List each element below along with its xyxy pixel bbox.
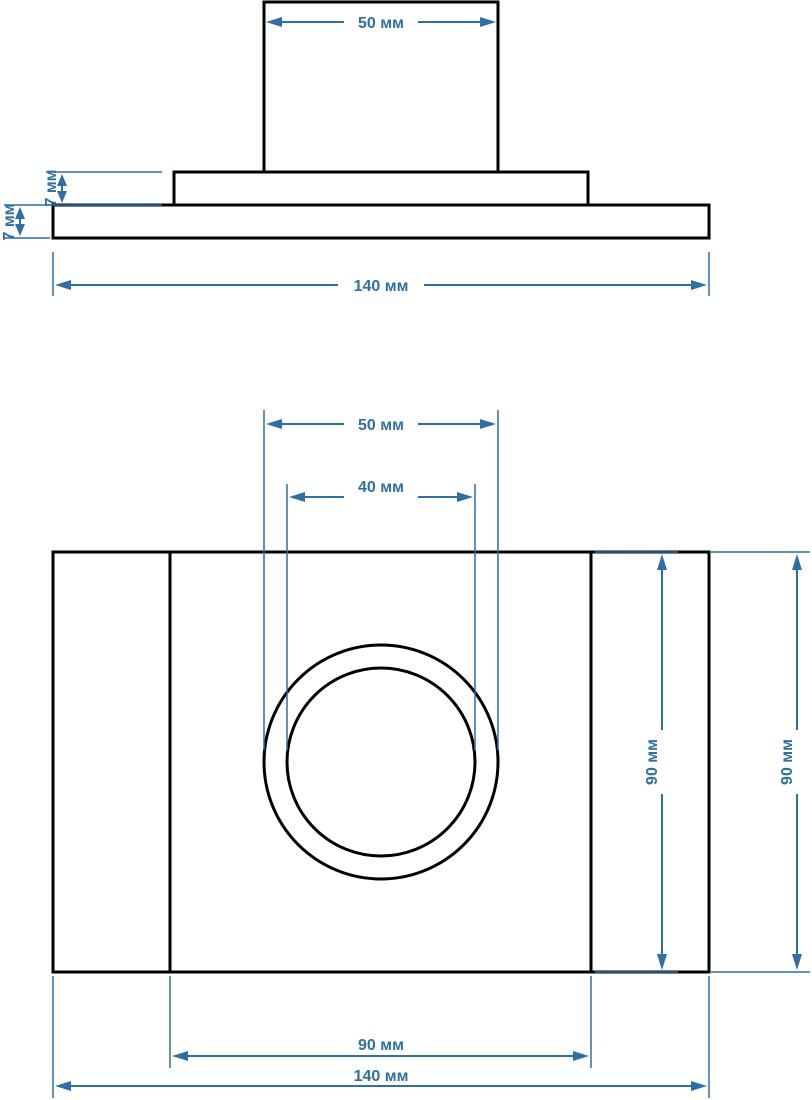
dim-side-base-height: 7 мм bbox=[1, 203, 50, 241]
top-view-outer-circle bbox=[262, 643, 500, 881]
dim-top-overall-width: 140 мм bbox=[52, 976, 710, 1098]
dim-top-middle-width: 90 мм bbox=[169, 976, 592, 1068]
dim-side-top-width-label: 50 мм bbox=[358, 15, 404, 32]
dim-side-top-width: 50 мм bbox=[266, 10, 496, 34]
side-view: 50 мм 7 мм 7 мм 140 мм bbox=[1, 0, 711, 297]
dim-side-base-height-label: 7 мм bbox=[1, 203, 18, 240]
dim-side-flange-height-label: 7 мм bbox=[43, 169, 60, 206]
dim-side-overall-width: 140 мм bbox=[52, 252, 710, 297]
dim-top-inner-diameter: 40 мм bbox=[286, 474, 476, 750]
top-view-outline bbox=[51, 550, 711, 974]
dim-top-overall-width-label: 140 мм bbox=[354, 1068, 409, 1085]
side-view-base bbox=[51, 203, 711, 240]
dim-top-overall-height-label: 90 мм bbox=[779, 739, 796, 785]
dim-side-overall-width-label: 140 мм bbox=[354, 278, 409, 295]
dim-top-inner-height: 90 мм bbox=[595, 551, 682, 973]
dim-side-flange-height: 7 мм bbox=[43, 169, 162, 207]
dim-top-middle-width-label: 90 мм bbox=[358, 1037, 404, 1054]
dim-top-inner-height-label: 90 мм bbox=[644, 739, 661, 785]
dim-top-outer-diameter: 50 мм bbox=[263, 410, 499, 750]
dim-top-inner-diameter-label: 40 мм bbox=[358, 479, 404, 496]
top-view: 50 мм 40 мм 90 мм bbox=[51, 410, 811, 1098]
dim-top-overall-height: 90 мм bbox=[711, 551, 811, 973]
side-view-flange bbox=[172, 170, 590, 207]
dim-top-outer-diameter-label: 50 мм bbox=[358, 417, 404, 434]
top-view-inner-circle bbox=[285, 666, 477, 858]
